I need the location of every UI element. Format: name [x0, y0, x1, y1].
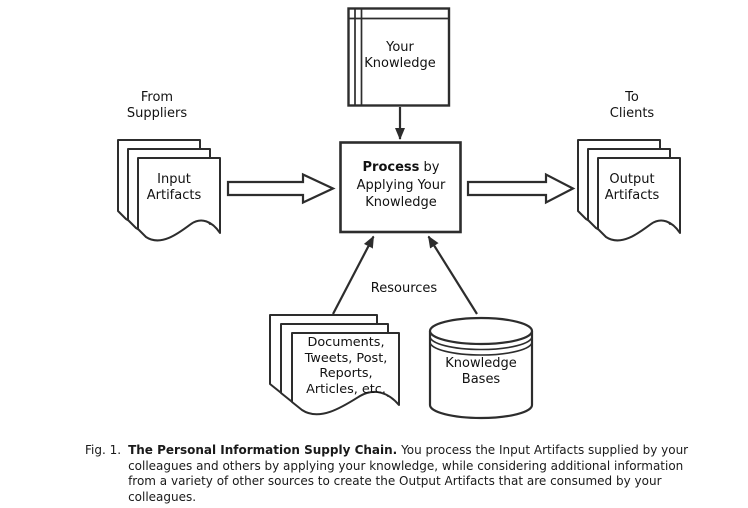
- input-artifacts-stack: [117, 139, 221, 242]
- process-label-bold: Process: [362, 160, 420, 175]
- input-page-front: [137, 157, 221, 242]
- figure-caption: Fig. 1. The Personal Information Supply …: [85, 443, 715, 505]
- caption-title: The Personal Information Supply Chain.: [128, 443, 398, 457]
- your-knowledge-box: [347, 7, 451, 107]
- documents-stack: [269, 314, 400, 416]
- to-clients-label: To Clients: [609, 90, 655, 121]
- process-label: Process by Applying Your Knowledge: [346, 159, 456, 212]
- knowledge-bases-to-process-arrow: [427, 235, 478, 315]
- output-page-front: [597, 157, 681, 242]
- supplier-flow-arrow: [226, 172, 336, 205]
- client-flow-arrow: [466, 172, 576, 205]
- documents-stack-label: Documents, Tweets, Post, Reports, Articl…: [304, 335, 388, 397]
- output-artifacts-stack: [577, 139, 681, 242]
- your-knowledge-rect: [347, 7, 451, 107]
- cylinder-top: [428, 316, 534, 346]
- input-artifacts-label: Input Artifacts: [146, 172, 202, 203]
- documents-to-process-arrow: [332, 235, 375, 315]
- process-box: [339, 141, 462, 234]
- process-label-rest: by Applying Your Knowledge: [356, 160, 446, 210]
- figure-number: Fig. 1.: [85, 443, 122, 457]
- resources-label: Resources: [370, 281, 438, 296]
- cylinder-ring-2: [429, 341, 533, 356]
- cylinder-ring-1: [429, 336, 533, 351]
- from-suppliers-label: From Suppliers: [126, 90, 188, 121]
- knowledge-bases-cylinder: [428, 316, 534, 420]
- your-knowledge-label: Your Knowledge: [364, 40, 436, 71]
- output-artifacts-label: Output Artifacts: [604, 172, 660, 203]
- documents-page-front: [291, 332, 400, 416]
- knowledge-bases-label: Knowledge Bases: [445, 356, 517, 387]
- caption-text: The Personal Information Supply Chain. Y…: [128, 443, 715, 505]
- caption-body-text: You process the Input Artifacts supplied…: [128, 443, 689, 504]
